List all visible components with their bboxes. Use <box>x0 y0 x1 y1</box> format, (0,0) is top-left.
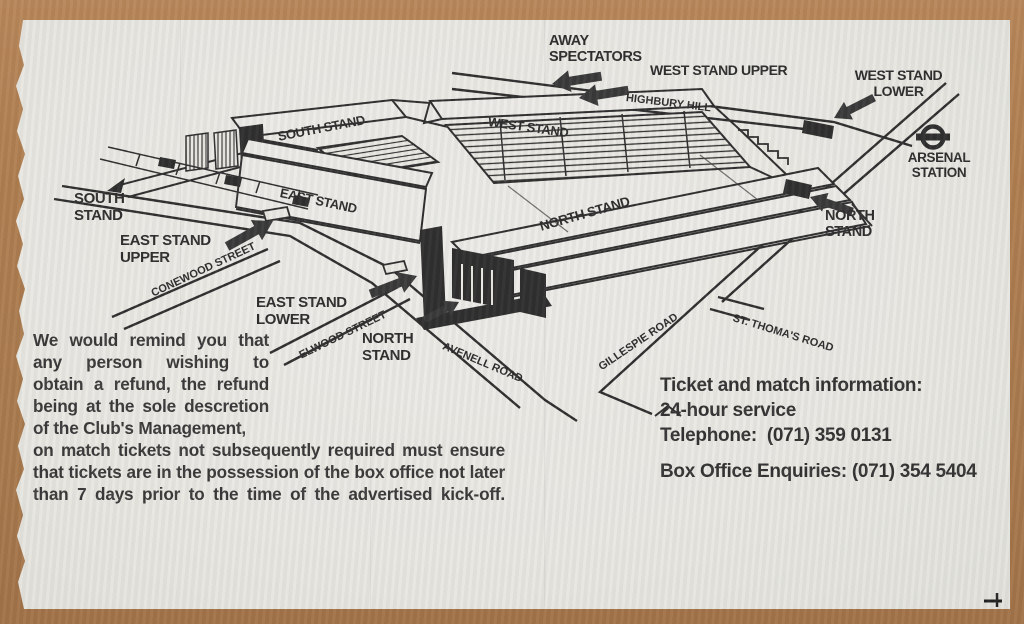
label-line: WEST STAND <box>854 67 943 83</box>
box-office-line: Box Office Enquiries: (071) 354 5404 <box>660 461 977 482</box>
label-west-stand-upper: WEST STAND UPPER <box>650 62 788 78</box>
label-line: AWAY <box>549 33 589 49</box>
label-line: STAND <box>825 224 872 241</box>
label-line: SPECTATORS <box>549 49 642 66</box>
notice-line: being at the sole descretion <box>33 396 269 416</box>
label-north-stand-station-side: NORTH STAND <box>825 208 875 240</box>
label-line: ARSENAL <box>907 150 971 165</box>
label-line: NORTH <box>362 330 414 347</box>
ticket-info-title: Ticket and match information: <box>660 375 923 396</box>
label-line: NORTH <box>825 208 875 224</box>
label-line: STATION <box>911 165 967 181</box>
label-east-stand-lower: EAST STAND LOWER <box>256 294 347 329</box>
label-west-stand-lower: WEST STAND LOWER <box>846 67 951 99</box>
contact-info: Ticket and match information: 24-hour se… <box>660 373 977 484</box>
label-arsenal-station: ARSENAL STATION <box>903 150 975 180</box>
refund-notice: We would remind you that any person wish… <box>33 329 505 505</box>
label-away-spectators: AWAY SPECTATORS <box>549 33 642 65</box>
label-line: EAST STAND <box>256 294 347 311</box>
label-line: LOWER <box>873 82 924 99</box>
notice-line: We would remind you that <box>33 330 269 350</box>
service-line: 24-hour service <box>660 400 796 421</box>
label-line: STAND <box>362 346 411 364</box>
telephone-line: Telephone: (071) 359 0131 <box>660 425 892 446</box>
paper-crease <box>544 20 547 609</box>
label-line: LOWER <box>256 310 310 328</box>
label-east-stand-upper: EAST STAND UPPER <box>120 232 211 267</box>
label-line: STAND <box>74 206 123 224</box>
notice-line: on match tickets not subsequently requir… <box>33 440 505 460</box>
label-south-stand: SOUTH STAND <box>74 190 125 225</box>
notice-line: that tickets are in the possession of th… <box>33 462 505 482</box>
label-line: SOUTH <box>74 190 125 207</box>
notice-line: any person wishing to <box>33 352 269 372</box>
paper-crease <box>180 20 182 315</box>
notice-line: of the Club's Management, <box>33 418 246 438</box>
label-line: UPPER <box>120 248 170 266</box>
label-north-stand-entrance: NORTH STAND <box>362 330 414 365</box>
ticket-paper <box>16 20 1010 609</box>
notice-line: than 7 days prior to the time of the adv… <box>33 484 505 504</box>
label-line: EAST STAND <box>120 232 211 249</box>
notice-line: obtain a refund, the refund <box>33 374 269 394</box>
